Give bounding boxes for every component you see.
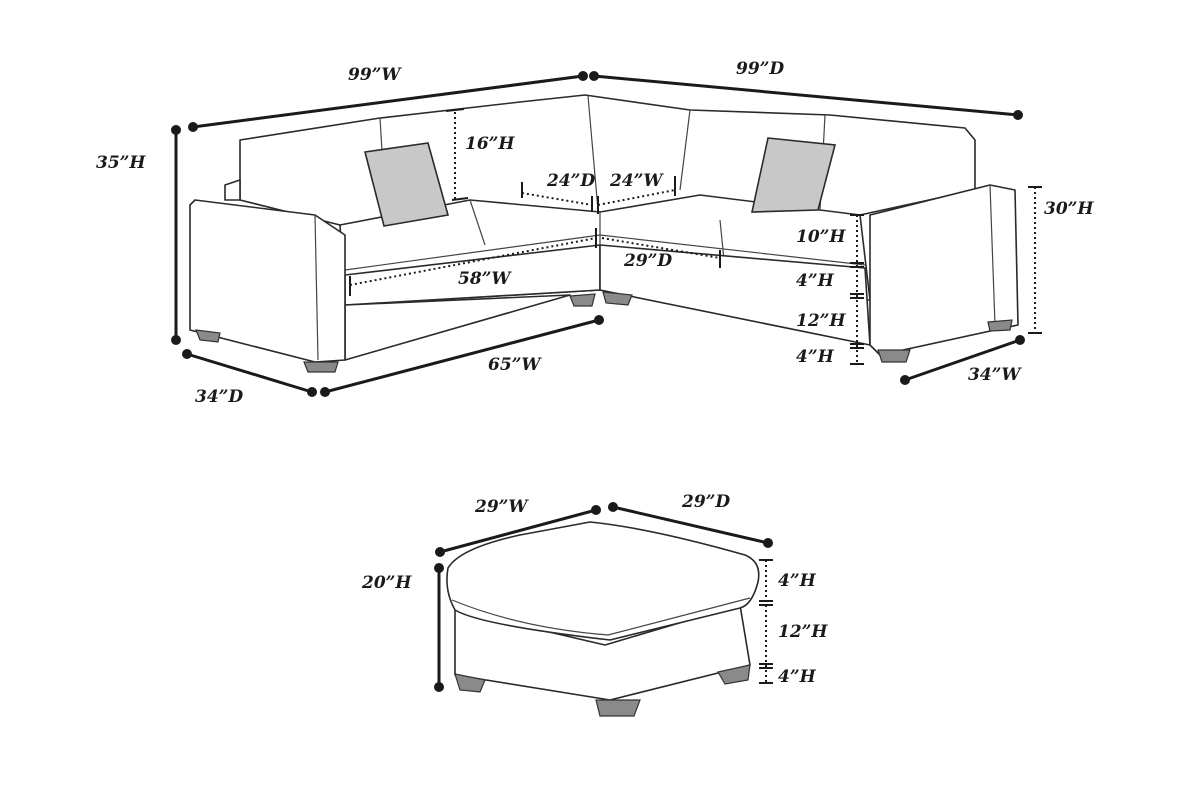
leg-height-label: 4”H <box>796 347 835 367</box>
corner-depth-label: 24”D <box>546 171 595 191</box>
ottoman-width-label: 29”W <box>474 497 529 517</box>
ottoman-dimensions <box>434 502 773 692</box>
overall-height-label: 35”H <box>96 153 146 173</box>
sectional-dimensions <box>171 71 1042 397</box>
left-pillow <box>364 142 450 227</box>
right-pillow <box>751 137 837 213</box>
section-width-label: 65”W <box>488 355 542 375</box>
seat-width-label: 58”W <box>458 269 512 289</box>
ottoman-height-label: 20”H <box>361 573 412 593</box>
left-depth-label: 34”D <box>195 387 243 407</box>
ottoman-depth-label: 29”D <box>681 492 730 512</box>
ottoman-leg-height-label: 4”H <box>778 667 817 687</box>
ottoman-cushion-height-label: 4”H <box>778 571 817 591</box>
overall-width-label: 99”W <box>348 65 402 85</box>
arm-height-label: 30”H <box>1044 199 1094 219</box>
sectional-labels: 99”W 99”D 35”H 16”H 24”D 24”W 30”H 10”H … <box>96 59 1094 407</box>
ottoman-base-height-label: 12”H <box>778 622 828 642</box>
corner-width-label: 24”W <box>609 171 664 191</box>
right-width-label: 34”W <box>968 365 1022 385</box>
ottoman-labels: 29”W 29”D 20”H 4”H 12”H 4”H <box>361 492 828 687</box>
cushion-height-label: 4”H <box>796 271 835 291</box>
ottoman-drawing <box>446 521 760 717</box>
back-height-label: 10”H <box>796 227 846 247</box>
seat-depth-label: 29”D <box>623 251 672 271</box>
sectional-sofa-drawing <box>189 94 1019 373</box>
back-cushion-height-label: 16”H <box>465 134 515 154</box>
overall-depth-label: 99”D <box>736 59 784 79</box>
base-height-label: 12”H <box>796 311 846 331</box>
